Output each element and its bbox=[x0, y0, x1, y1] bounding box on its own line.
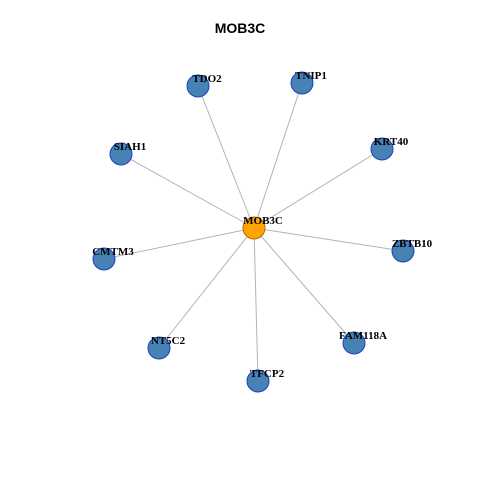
edge-mob3c-tdo2 bbox=[197, 85, 255, 229]
node-zbtb10[interactable] bbox=[391, 239, 415, 263]
node-fam118a[interactable] bbox=[342, 331, 366, 355]
chart-title: MOB3C bbox=[214, 20, 266, 36]
node-label-zbtb10: ZBTB10 bbox=[392, 238, 433, 250]
edge-mob3c-siah1 bbox=[120, 153, 255, 229]
node-label-tfcp2: TFCP2 bbox=[250, 368, 285, 380]
edge-mob3c-tfcp2 bbox=[253, 227, 259, 382]
node-tdo2[interactable] bbox=[186, 74, 210, 98]
node-label-tdo2: TDO2 bbox=[192, 73, 222, 85]
edge-mob3c-fam118a bbox=[253, 227, 355, 344]
node-cmtm3[interactable] bbox=[92, 247, 116, 271]
node-tfcp2[interactable] bbox=[246, 369, 270, 393]
node-mob3c[interactable] bbox=[242, 216, 266, 240]
node-label-siah1: SIAH1 bbox=[114, 141, 146, 153]
node-label-krt40: KRT40 bbox=[374, 136, 409, 148]
node-tnip1[interactable] bbox=[290, 71, 314, 95]
edge-mob3c-nt5c2 bbox=[158, 227, 255, 349]
node-label-tnip1: TNIP1 bbox=[295, 70, 327, 82]
nodes-layer bbox=[92, 71, 415, 393]
node-siah1[interactable] bbox=[109, 142, 133, 166]
edge-mob3c-tnip1 bbox=[253, 82, 303, 229]
edge-mob3c-cmtm3 bbox=[103, 227, 255, 260]
node-label-nt5c2: NT5C2 bbox=[151, 335, 186, 347]
node-label-mob3c: MOB3C bbox=[243, 215, 283, 227]
node-krt40[interactable] bbox=[370, 137, 394, 161]
node-nt5c2[interactable] bbox=[147, 336, 171, 360]
edge-mob3c-krt40 bbox=[253, 148, 383, 229]
edge-mob3c-zbtb10 bbox=[253, 227, 404, 252]
node-label-cmtm3: CMTM3 bbox=[92, 246, 134, 258]
edges-layer bbox=[103, 82, 404, 382]
node-label-fam118a: FAM118A bbox=[339, 330, 387, 342]
